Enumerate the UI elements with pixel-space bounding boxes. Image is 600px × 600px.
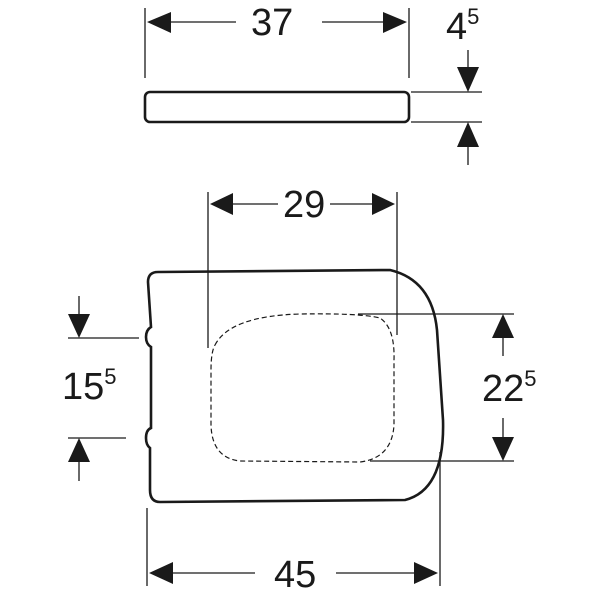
arrow-left-icon <box>147 12 171 33</box>
label-main: 45 <box>274 554 317 596</box>
arrow-down-icon <box>68 314 90 338</box>
label-main: 22 <box>482 368 525 410</box>
label-width-37: 37 <box>251 2 294 44</box>
arrow-down-icon <box>492 437 514 461</box>
label-sup: 5 <box>524 366 537 391</box>
label-main: 15 <box>62 366 105 408</box>
label-opening-length-22-5: 225 <box>482 368 537 410</box>
label-main: 37 <box>251 2 294 44</box>
arrow-left-icon <box>149 562 173 584</box>
seat-opening-outline <box>210 313 395 463</box>
top-view <box>68 192 514 586</box>
label-thickness-4-5: 45 <box>446 6 480 48</box>
arrow-right-icon <box>372 193 395 215</box>
label-hinge-spacing-15-5: 155 <box>62 366 117 408</box>
label-sup: 5 <box>104 364 117 389</box>
arrow-down-icon <box>457 67 479 92</box>
label-main: 4 <box>446 6 468 48</box>
label-sup: 5 <box>467 4 480 29</box>
arrow-right-icon <box>383 12 407 33</box>
arrow-left-icon <box>210 193 233 215</box>
arrow-up-icon <box>457 122 479 147</box>
label-overall-length-45: 45 <box>274 554 317 596</box>
arrow-right-icon <box>414 562 438 584</box>
arrow-up-icon <box>492 314 514 338</box>
arrow-up-icon <box>68 438 90 462</box>
seat-top-outline <box>144 268 445 504</box>
side-view <box>143 8 482 165</box>
seat-side-profile <box>143 90 411 124</box>
label-main: 29 <box>283 184 326 226</box>
label-opening-width-29: 29 <box>283 184 326 226</box>
